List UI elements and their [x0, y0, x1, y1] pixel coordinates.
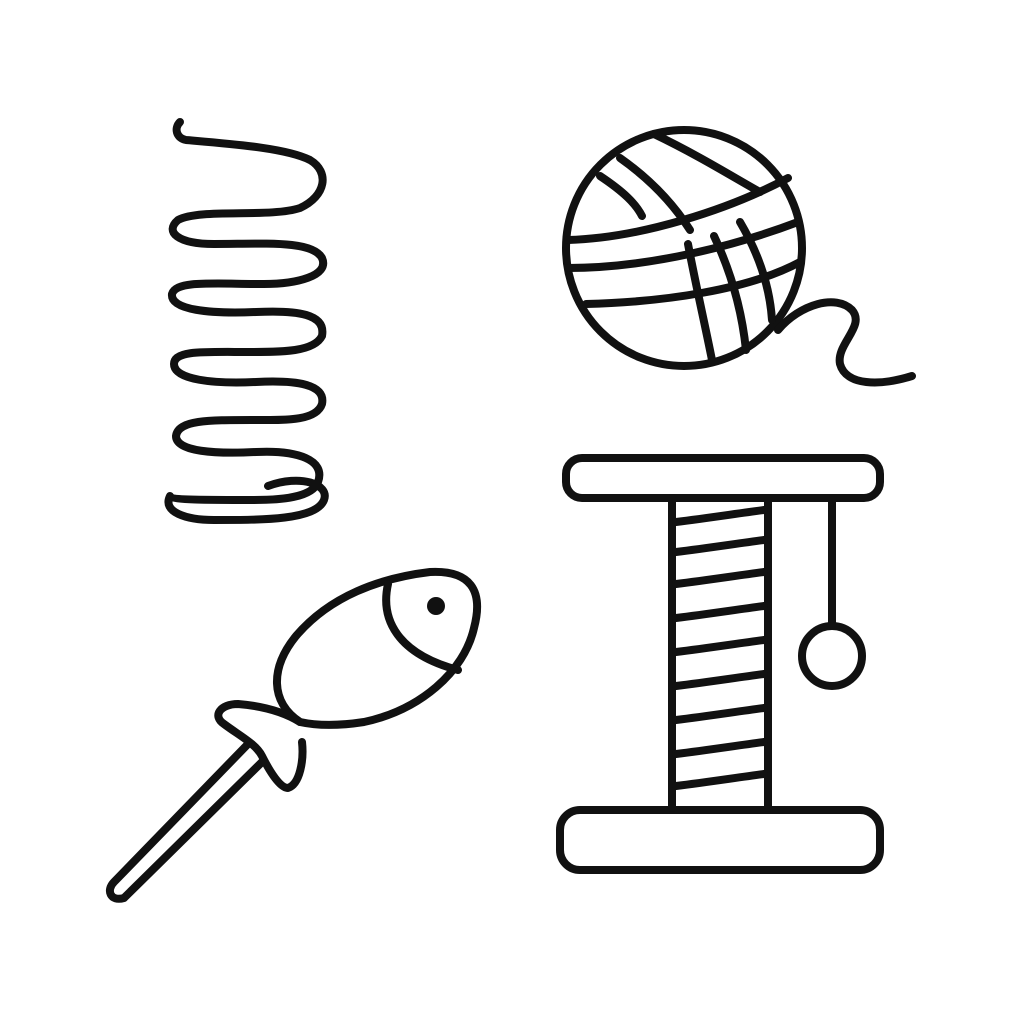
spring-coil	[164, 118, 329, 524]
post-rope-wraps	[672, 506, 768, 790]
fish-body	[273, 567, 482, 729]
yarn-strand-2	[564, 218, 802, 272]
yarn-strand-7	[684, 240, 716, 364]
fish-wand-icon	[105, 567, 482, 903]
fish-eye	[427, 597, 445, 615]
fish-gill	[382, 580, 462, 674]
yarn-tail	[774, 298, 916, 387]
post-top-platform	[562, 454, 884, 502]
yarn-strand-8	[710, 232, 750, 354]
dangling-ball	[798, 622, 866, 690]
fish-tail	[214, 700, 307, 792]
rope-wrap-8	[672, 738, 768, 758]
post-base	[556, 806, 884, 874]
yarn-ball-icon	[562, 126, 916, 387]
yarn-strand-3	[582, 258, 804, 308]
wand-stick	[105, 740, 266, 903]
yarn-strand-4	[616, 154, 694, 234]
yarn-strand-5	[650, 130, 764, 196]
scratching-post-icon	[556, 454, 884, 874]
spring-icon	[164, 118, 329, 524]
yarn-strand-6	[596, 172, 646, 220]
yarn-ball-outline	[562, 126, 806, 370]
yarn-strand-9	[736, 218, 776, 324]
